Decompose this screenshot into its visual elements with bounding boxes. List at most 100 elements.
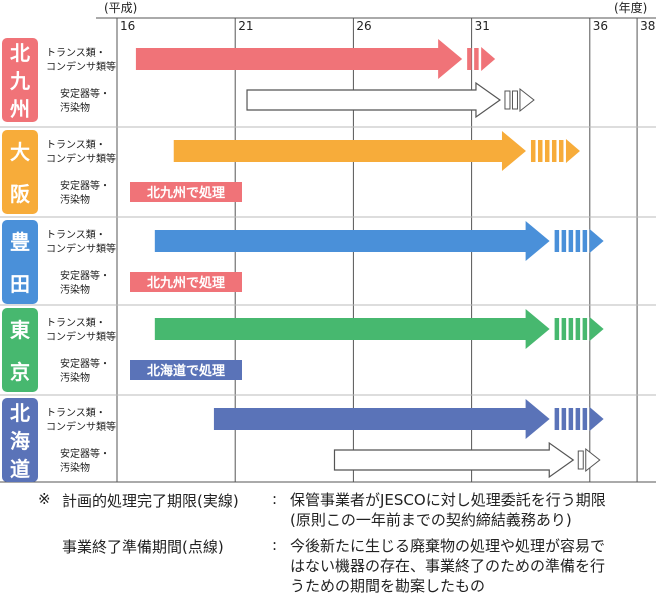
deadline-arrow <box>154 309 550 349</box>
row-label: コンデンサ類等 <box>46 420 116 433</box>
tick-label: 26 <box>356 19 371 33</box>
facility-char: 大 <box>10 140 30 164</box>
note-text-deadline-line-2: (原則この一年前までの契約締結義務あり) <box>290 511 572 529</box>
row-label: 汚染物 <box>60 283 90 296</box>
prep-stripe <box>582 318 588 340</box>
process-elsewhere-text: 北海道で処理 <box>147 363 225 379</box>
prep-stripe <box>582 408 588 430</box>
row-label: トランス類・ <box>46 229 106 241</box>
facility-char: 州 <box>10 97 30 121</box>
deadline-arrow <box>154 221 550 261</box>
facility-char: 阪 <box>10 182 31 206</box>
note-colon: : <box>272 490 278 508</box>
prep-arrow-head <box>589 229 604 253</box>
row-label: コンデンサ類等 <box>46 242 116 255</box>
row-label: 安定器等・ <box>60 87 110 100</box>
note-colon: : <box>272 536 278 554</box>
prep-stripe <box>504 90 511 110</box>
row-label: 汚染物 <box>60 193 90 206</box>
row-label: 安定器等・ <box>60 357 110 370</box>
process-elsewhere-text: 北九州で処理 <box>147 185 225 201</box>
facility-char: 豊 <box>10 230 30 254</box>
prep-arrow-head <box>481 47 496 71</box>
facility-badge <box>2 308 38 392</box>
note-mark: ※ <box>38 490 51 508</box>
tick-label: 21 <box>238 19 253 33</box>
deadline-arrow <box>173 131 526 171</box>
prep-stripe <box>544 140 550 162</box>
row-label: 安定器等・ <box>60 269 110 282</box>
deadline-arrow <box>246 81 502 119</box>
axis-ticks: 16 21 26 31 36 38 <box>120 19 655 33</box>
facility-3: 東京トランス類・コンデンサ類等安定器等・汚染物北海道で処理 <box>0 304 656 392</box>
prep-arrow-head <box>519 87 535 113</box>
prep-stripe <box>551 140 557 162</box>
row-label: コンデンサ類等 <box>46 152 116 165</box>
era-label: (平成) <box>104 1 137 15</box>
note-text-preparation-line-1: 今後新たに生じる廃棄物の処理や処理が容易で <box>290 537 606 555</box>
tick-label: 38 <box>640 19 655 33</box>
facility-rows: 北九州トランス類・コンデンサ類等安定器等・汚染物大阪トランス類・コンデンサ類等安… <box>0 38 656 482</box>
prep-stripe <box>558 140 564 162</box>
prep-stripe <box>561 318 567 340</box>
process-elsewhere-tag <box>130 360 242 380</box>
unit-label: (年度) <box>614 0 647 15</box>
tick-label: 16 <box>120 19 135 33</box>
prep-stripe <box>554 408 560 430</box>
note-text-preparation-line-2: はない機器の存在、事業終了のための準備を行 <box>290 557 606 575</box>
facility-char: 海 <box>10 429 30 453</box>
prep-stripe <box>554 230 560 252</box>
prep-stripe <box>467 48 472 70</box>
row-label: コンデンサ類等 <box>46 60 116 73</box>
prep-stripe <box>537 140 543 162</box>
process-elsewhere-tag <box>130 272 242 292</box>
prep-arrow-head <box>565 139 580 163</box>
facility-badge <box>2 130 38 214</box>
prep-stripe <box>575 230 581 252</box>
facility-char: 京 <box>10 360 30 384</box>
prep-stripe <box>561 230 567 252</box>
note-label-deadline: 計画的処理完了期限(実線) <box>62 492 239 510</box>
note-label-preparation: 事業終了準備期間(点線) <box>62 538 224 556</box>
prep-stripe <box>561 408 567 430</box>
facility-badge <box>2 220 38 304</box>
prep-arrow-head <box>589 407 604 431</box>
row-label: トランス類・ <box>46 139 106 151</box>
row-label: 汚染物 <box>60 101 90 114</box>
tick-label: 36 <box>593 19 608 33</box>
row-label: 汚染物 <box>60 371 90 384</box>
prep-stripe <box>511 90 518 110</box>
prep-stripe <box>568 408 574 430</box>
prep-stripe <box>530 140 536 162</box>
prep-stripe <box>568 318 574 340</box>
facility-badge <box>2 398 38 482</box>
row-label: 安定器等・ <box>60 447 110 460</box>
row-label: トランス類・ <box>46 47 106 59</box>
prep-stripe <box>474 48 479 70</box>
process-elsewhere-text: 北九州で処理 <box>147 275 225 291</box>
note-text-preparation-line-3: うための期間を勘案したもの <box>290 577 486 595</box>
prep-stripe <box>575 318 581 340</box>
deadline-arrow <box>213 399 550 439</box>
row-label: トランス類・ <box>46 407 106 419</box>
notes-section: ※ 計画的処理完了期限(実線) : 保管事業者がJESCOに対し処理委託を行う期… <box>0 488 660 596</box>
note-text-deadline-line-1: 保管事業者がJESCOに対し処理委託を行う期限 <box>290 491 606 509</box>
facility-char: 東 <box>10 318 30 342</box>
prep-stripe <box>554 318 560 340</box>
prep-arrow-head <box>589 317 604 341</box>
prep-stripe <box>582 230 588 252</box>
facility-char: 九 <box>9 69 30 93</box>
deadline-arrow <box>135 39 463 79</box>
facility-char: 北 <box>10 401 30 425</box>
process-elsewhere-tag <box>130 182 242 202</box>
facility-char: 道 <box>10 457 30 481</box>
facility-char: 田 <box>10 272 30 296</box>
row-label: 安定器等・ <box>60 179 110 192</box>
prep-stripe <box>575 408 581 430</box>
facility-char: 北 <box>10 41 30 65</box>
tick-label: 31 <box>475 19 490 33</box>
